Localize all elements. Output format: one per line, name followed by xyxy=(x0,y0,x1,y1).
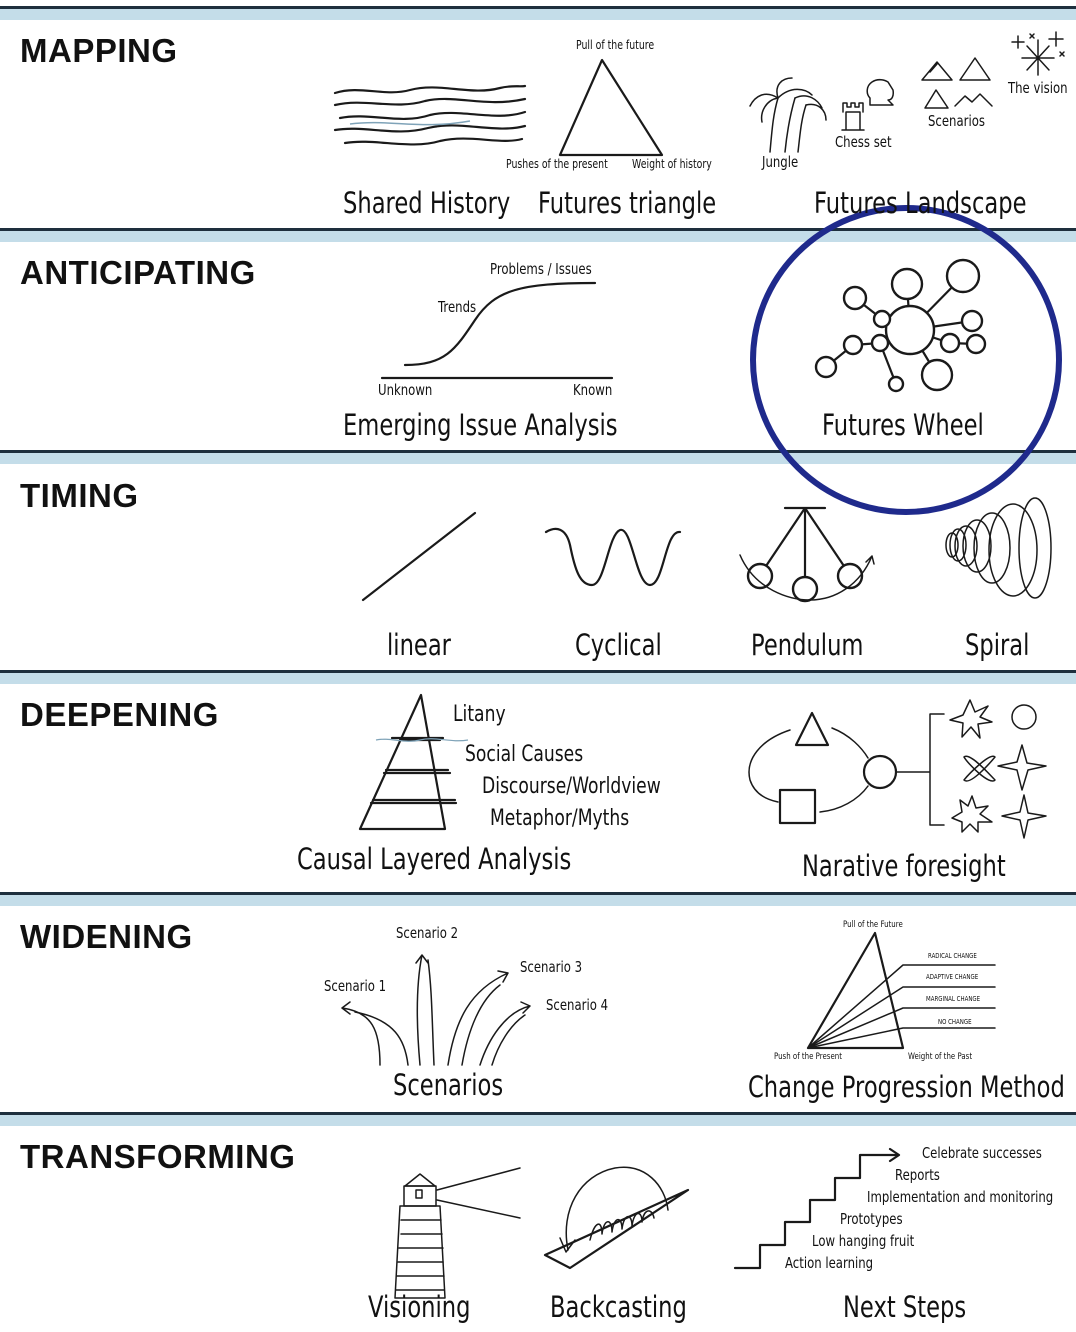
mountain-icon xyxy=(921,57,993,109)
scenario-2-label: Scenario 2 xyxy=(396,924,459,942)
linear-label: linear xyxy=(387,628,451,662)
scenarios-label: Scenarios xyxy=(928,112,985,130)
litany-label: Litany xyxy=(453,702,506,727)
discourse-worldview-label: Discourse/Worldview xyxy=(482,774,661,799)
social-causes-label: Social Causes xyxy=(465,742,584,767)
trends-label: Trends xyxy=(438,298,477,316)
narative-foresight-label: Narative foresight xyxy=(802,849,1006,883)
low-hanging-fruit-label: Low hanging fruit xyxy=(812,1232,915,1250)
chess-set-label: Chess set xyxy=(835,133,892,151)
spiral-label: Spiral xyxy=(965,628,1030,662)
weight-of-the-past-label: Weight of the Past xyxy=(908,1052,973,1062)
problems-issues-label: Problems / Issues xyxy=(490,260,592,278)
radical-change-label: RADICAL CHANGE xyxy=(928,952,977,960)
spiral-icon xyxy=(945,497,1052,599)
futures-triangle-icon xyxy=(558,58,664,157)
scenarios-label: Scenarios xyxy=(393,1068,504,1102)
pull-of-the-future-label: Pull of the future xyxy=(576,38,655,52)
band-timing-deepening xyxy=(0,670,1076,684)
section-title-timing: TIMING xyxy=(20,477,139,514)
no-change-label: NO CHANGE xyxy=(938,1018,972,1026)
celebrate-successes-label: Celebrate successes xyxy=(922,1144,1042,1162)
band-widening-transforming xyxy=(0,1112,1076,1126)
chess-piece-icon xyxy=(841,78,894,131)
section-title-anticipating: ANTICIPATING xyxy=(20,254,256,291)
scenario-1-label: Scenario 1 xyxy=(324,977,387,995)
adaptive-change-label: ADAPTIVE CHANGE xyxy=(926,973,979,981)
pull-of-the-future-label: Pull of the Future xyxy=(843,920,903,930)
emerging-issue-curve-icon xyxy=(380,281,614,380)
prototypes-label: Prototypes xyxy=(840,1210,903,1228)
cla-pyramid-icon xyxy=(358,693,469,831)
reports-label: Reports xyxy=(895,1166,940,1184)
shared-history-lines-icon xyxy=(333,84,527,146)
change-progression-triangle-icon xyxy=(806,931,996,1050)
futures-wheel-label: Futures Wheel xyxy=(822,408,984,442)
scenarios-arrows-icon xyxy=(341,954,531,1066)
unknown-label: Unknown xyxy=(378,381,433,399)
push-of-the-present-label: Push of the Present xyxy=(774,1052,842,1062)
pendulum-icon xyxy=(739,506,875,603)
scenario-3-label: Scenario 3 xyxy=(520,958,583,976)
lighthouse-icon xyxy=(394,1167,521,1299)
causal-layered-analysis-label: Causal Layered Analysis xyxy=(297,842,572,876)
next-steps-label: Next Steps xyxy=(843,1290,967,1324)
known-label: Known xyxy=(573,381,613,399)
futures-landscape-label: Futures Landscape xyxy=(814,186,1027,220)
narrative-foresight-icon xyxy=(748,699,1047,839)
backcasting-label: Backcasting xyxy=(550,1290,687,1324)
highlight-circle xyxy=(750,205,1062,515)
linear-icon xyxy=(361,511,477,602)
pushes-of-the-present-label: Pushes of the present xyxy=(506,157,608,171)
section-title-deepening: DEEPENING xyxy=(20,696,219,733)
cyclical-icon xyxy=(544,527,682,587)
visioning-label: Visioning xyxy=(368,1290,471,1324)
band-deepening-widening xyxy=(0,892,1076,906)
action-learning-label: Action learning xyxy=(785,1254,874,1272)
shared-history-label: Shared History xyxy=(343,186,511,220)
pendulum-label: Pendulum xyxy=(751,628,864,662)
palm-tree-icon xyxy=(749,77,827,153)
band-anticipating-timing xyxy=(0,450,1076,464)
weight-of-history-label: Weight of history xyxy=(632,157,712,171)
band-mapping-anticipating xyxy=(0,228,1076,242)
the-vision-label: The vision xyxy=(1008,79,1068,97)
emerging-issue-analysis-label: Emerging Issue Analysis xyxy=(343,408,618,442)
vision-stars-icon xyxy=(1011,31,1065,76)
implementation-and-monitoring-label: Implementation and monitoring xyxy=(867,1188,1054,1206)
scenario-4-label: Scenario 4 xyxy=(546,996,609,1014)
futures-triangle-label: Futures triangle xyxy=(538,186,717,220)
cyclical-label: Cyclical xyxy=(575,628,662,662)
change-progression-method-label: Change Progression Method xyxy=(748,1070,1065,1104)
section-title-widening: WIDENING xyxy=(20,918,193,955)
backcasting-icon xyxy=(543,1166,690,1270)
section-title-transforming: TRANSFORMING xyxy=(20,1138,296,1175)
futures-wheel-icon xyxy=(814,258,987,393)
section-title-mapping: MAPPING xyxy=(20,32,178,69)
metaphor-myths-label: Metaphor/Myths xyxy=(490,806,630,831)
next-steps-stairs-icon xyxy=(733,1147,901,1270)
jungle-label: Jungle xyxy=(762,153,799,171)
marginal-change-label: MARGINAL CHANGE xyxy=(926,995,981,1003)
band-top xyxy=(0,6,1076,20)
